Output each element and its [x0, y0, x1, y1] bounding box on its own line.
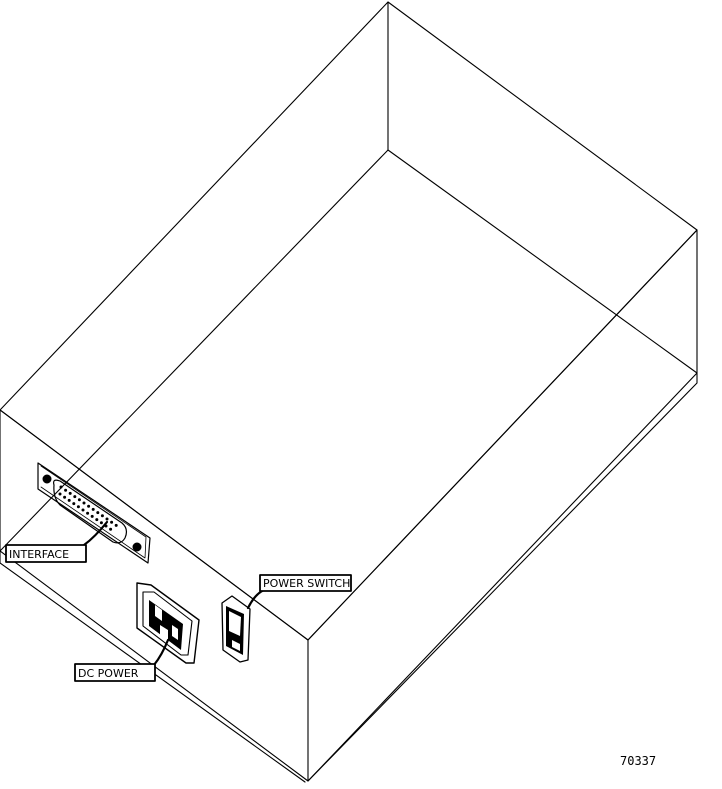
- connector-pin: [96, 511, 100, 515]
- connector-pin: [87, 504, 91, 508]
- connector-pin: [100, 514, 104, 518]
- connector-pin: [91, 507, 95, 511]
- connector-pin: [59, 485, 63, 489]
- power-switch-label: POWER SWITCH: [263, 577, 350, 590]
- connector-pin: [81, 508, 85, 512]
- connector-pin: [73, 495, 77, 499]
- connector-pin: [67, 498, 71, 502]
- connector-pin: [58, 492, 62, 496]
- connector-pin: [90, 514, 94, 518]
- connector-pin: [95, 518, 99, 522]
- interface-callout: INTERFACE: [5, 520, 109, 563]
- power-switch: [221, 595, 251, 663]
- figure-number: 70337: [620, 754, 656, 768]
- dc-power-label: DC POWER: [78, 667, 139, 680]
- connector-pin: [114, 523, 118, 527]
- interface-connector: [37, 462, 151, 564]
- connector-pin: [76, 505, 80, 509]
- connector-pin: [64, 488, 68, 492]
- dc-power-callout: DC POWER: [74, 638, 170, 682]
- connector-pin: [110, 520, 114, 524]
- dc-power-inlet: [136, 582, 200, 664]
- interface-label: INTERFACE: [9, 548, 69, 561]
- power-switch-callout: POWER SWITCH: [246, 574, 352, 610]
- connector-pin: [72, 502, 76, 506]
- connector-pin: [109, 527, 113, 531]
- connector-pin: [99, 521, 103, 525]
- connector-pin: [86, 511, 90, 515]
- connector-pin: [63, 495, 67, 499]
- connector-pin: [105, 517, 109, 521]
- connector-pin: [82, 501, 86, 505]
- connector-pin: [77, 498, 81, 502]
- connector-pin: [68, 491, 72, 495]
